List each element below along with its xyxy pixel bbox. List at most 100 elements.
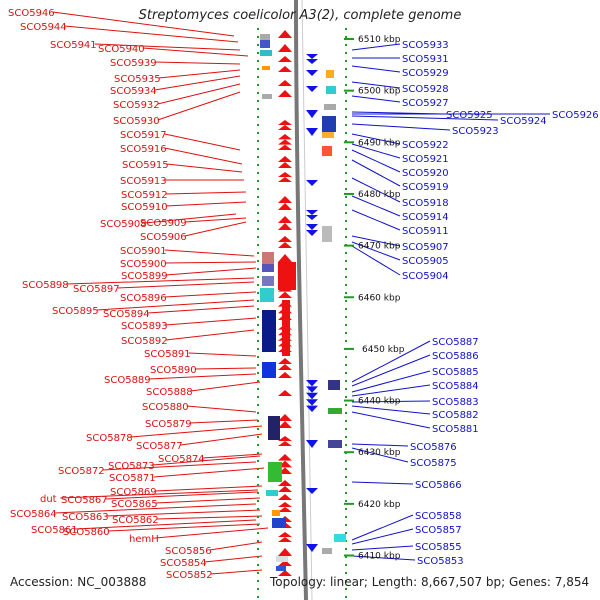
left-label-connector [66,277,255,285]
right-gene-label: SCO5925 [446,110,493,121]
reverse-gene-arrow [306,128,318,136]
right-gene-label: SCO5866 [415,480,462,491]
left-label-connector [154,75,241,91]
forward-gene-arrow [278,364,292,370]
right-gene-label: SCO5920 [402,168,449,179]
left-label-connector [52,11,235,37]
right-gene-label: SCO5886 [432,351,479,362]
forward-gene-arrow [278,358,292,364]
forward-gene-arrow [278,172,292,177]
left-label-connector [60,489,259,499]
left-gene-label: SCO5939 [110,58,157,69]
left-label-connector [165,201,247,207]
left-label-connector [153,467,265,478]
left-label-connector [210,569,263,575]
left-label-connector [164,133,241,151]
left-gene-label: SCO5889 [104,375,151,386]
forward-gene-arrow [278,125,292,130]
forward-gene-arrow [278,436,292,441]
left-gene-label: SCO5941 [50,40,97,51]
reverse-gene-arrow [306,54,318,59]
forward-gene-body [278,262,296,290]
forward-gene-arrow [278,66,292,72]
gene-feature-block [260,34,270,40]
gene-feature-block [262,362,276,378]
scale-label: 6480 kbp [358,190,401,200]
right-label-connector [351,149,401,173]
left-label-connector [165,267,257,276]
forward-gene-arrow [278,196,292,203]
forward-gene-arrow [278,421,292,428]
forward-gene-arrow [278,236,292,242]
left-label-connector [204,555,263,563]
forward-gene-arrow [278,162,292,168]
left-gene-label: SCO5854 [160,558,207,569]
forward-gene-arrow [278,203,292,210]
forward-gene-body [282,300,290,356]
forward-gene-arrow [278,560,292,566]
left-label-connector [152,455,261,466]
gene-feature-block [262,276,274,286]
forward-gene-arrow [278,120,292,125]
left-gene-label: SCO5915 [122,160,169,171]
left-gene-label: SCO5916 [120,144,167,155]
scale-label: 6440 kbp [358,397,401,407]
left-gene-label: SCO5909 [140,218,187,229]
left-gene-label: SCO5899 [121,271,168,282]
left-gene-label: SCO5867 [61,495,108,506]
reverse-gene-arrow [306,215,318,220]
forward-gene-arrow [278,56,292,62]
genome-title: Streptomyces coelicolor A3(2), complete … [138,8,462,23]
gene-feature-block [324,104,336,110]
genome-backbone [294,0,308,600]
reverse-gene-arrow [306,392,318,400]
left-gene-label: SCO5856 [165,546,212,557]
left-label-connector [142,47,249,57]
right-gene-label: SCO5907 [402,242,449,253]
forward-gene-arrow [278,134,292,140]
scale-label: 6460 kbp [358,293,401,303]
forward-gene-arrow [278,494,292,500]
right-gene-label: SCO5905 [402,256,449,267]
forward-gene-arrow [278,223,292,230]
left-gene-label: SCO5900 [120,259,167,270]
scale-label: 6450 kbp [362,345,405,355]
left-gene-label: SCO5896 [120,293,167,304]
forward-gene-arrow [278,44,292,52]
left-gene-label: SCO5892 [121,336,168,347]
left-label-connector [186,405,257,413]
left-gene-label: SCO5898 [22,280,69,291]
left-label-connector [184,221,247,237]
left-gene-label: dut [40,494,57,505]
reverse-gene-arrow [306,70,318,76]
right-label-connector [351,235,401,247]
right-label-connector [351,209,401,231]
forward-gene-arrow [278,486,292,492]
right-label-connector [351,400,431,403]
right-label-connector [351,447,409,463]
left-gene-label: SCO5932 [113,100,160,111]
left-label-connector [157,91,241,121]
right-gene-label: SCO5929 [402,68,449,79]
gene-feature-block [262,252,274,264]
reverse-gene-arrow [306,386,318,393]
left-label-connector [106,509,261,517]
right-gene-label: SCO5881 [432,424,479,435]
right-label-connector [351,528,414,545]
left-label-connector [54,503,257,514]
right-gene-label: SCO5883 [432,397,479,408]
right-gene-label: SCO5885 [432,367,479,378]
right-gene-label: SCO5931 [402,54,449,65]
right-gene-label: SCO5921 [402,154,449,165]
reverse-gene-arrow [306,230,318,236]
left-gene-label: SCO5906 [140,232,187,243]
gene-feature-block [326,70,334,78]
gene-feature-block [260,40,270,48]
forward-gene-arrow [278,532,292,537]
right-label-connector [351,159,401,187]
backbone-shadow [301,0,313,600]
left-label-connector [188,352,257,357]
left-label-connector [165,317,257,326]
right-label-connector [351,481,414,485]
right-gene-label: SCO5884 [432,381,479,392]
